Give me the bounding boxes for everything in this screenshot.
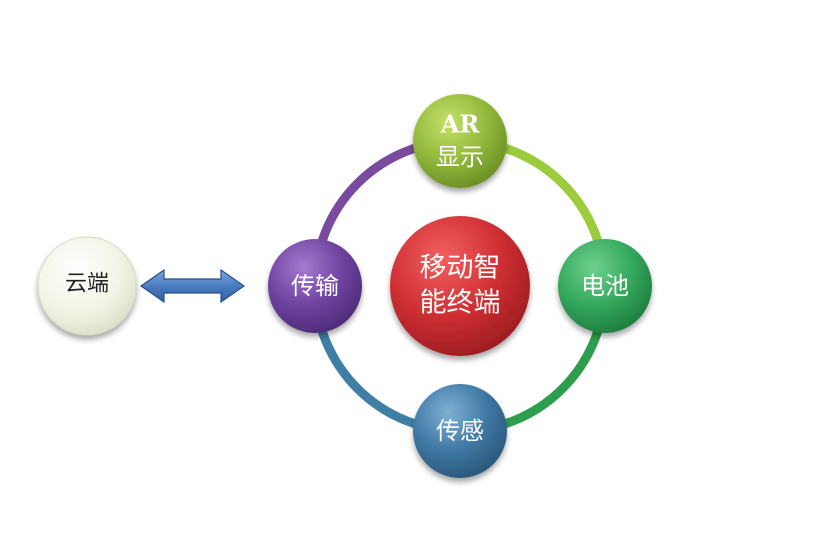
top-label-line1: AR: [440, 110, 481, 139]
right-node: [558, 239, 652, 333]
bottom-label: 传感: [436, 417, 484, 445]
center-node: [390, 216, 530, 356]
top-label-line2: 显示: [436, 143, 484, 171]
cloud-node: [37, 236, 137, 336]
bidirectional-arrow: [139, 268, 246, 304]
left-label: 传输: [291, 272, 339, 300]
top-node: [413, 94, 507, 188]
center-label-line1: 移动智: [420, 253, 501, 284]
bottom-node: [413, 384, 507, 478]
cloud-label: 云端: [65, 272, 109, 297]
center-label-line2: 能终端: [420, 288, 501, 319]
left-node: [268, 239, 362, 333]
right-label: 电池: [581, 272, 629, 300]
